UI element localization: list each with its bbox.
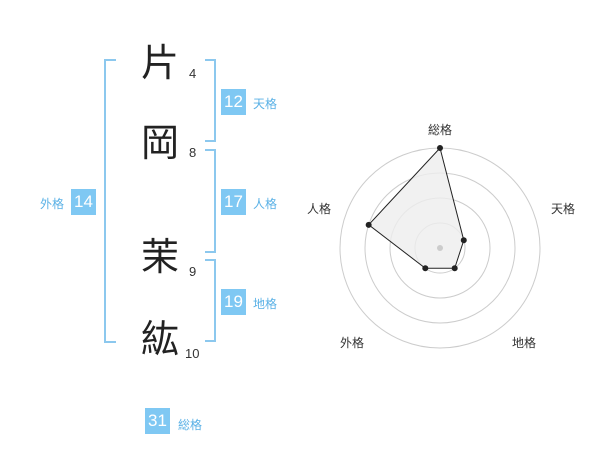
soukaku-value-badge: 31 xyxy=(145,408,170,434)
radar-axis-label-chikaku: 地格 xyxy=(512,335,536,350)
chikaku-value-badge: 19 xyxy=(221,289,246,315)
stroke-count-1: 4 xyxy=(189,66,197,81)
gaikaku-value-badge: 14 xyxy=(71,189,96,215)
stroke-count-3: 9 xyxy=(189,264,197,279)
name-char-1: 片 xyxy=(141,41,180,85)
name-char-2: 岡 xyxy=(141,121,180,165)
radar-point-4 xyxy=(422,265,429,272)
stroke-count-2: 8 xyxy=(189,145,197,160)
radar-axis-label-soukaku: 総格 xyxy=(428,122,452,137)
chikaku-label: 地格 xyxy=(253,297,278,311)
tenkaku-bracket xyxy=(205,59,216,142)
tenkaku-label: 天格 xyxy=(253,97,278,111)
jinkaku-bracket xyxy=(205,149,216,253)
jinkaku-label: 人格 xyxy=(253,197,278,211)
radar-point-5 xyxy=(365,221,372,228)
radar-center-dot xyxy=(437,245,443,251)
radar-point-2 xyxy=(460,237,467,244)
radar-axis-label-jinkaku: 人格 xyxy=(307,201,331,216)
gaikaku-label: 外格 xyxy=(40,197,65,211)
gaikaku-bracket xyxy=(104,59,116,343)
chikaku-bracket xyxy=(205,259,216,342)
soukaku-label: 総格 xyxy=(178,418,203,432)
stroke-count-4: 10 xyxy=(185,346,200,361)
radar-axis-label-gaikaku: 外格 xyxy=(340,335,364,350)
name-char-4: 紘 xyxy=(141,317,180,361)
tenkaku-value-badge: 12 xyxy=(221,89,246,115)
radar-axis-label-tenkaku: 天格 xyxy=(551,201,575,216)
jinkaku-value-badge: 17 xyxy=(221,189,246,215)
radar-point-1 xyxy=(437,145,443,151)
name-char-3: 茉 xyxy=(141,235,180,279)
radar-point-3 xyxy=(451,265,458,272)
radar-polygon xyxy=(367,146,465,269)
